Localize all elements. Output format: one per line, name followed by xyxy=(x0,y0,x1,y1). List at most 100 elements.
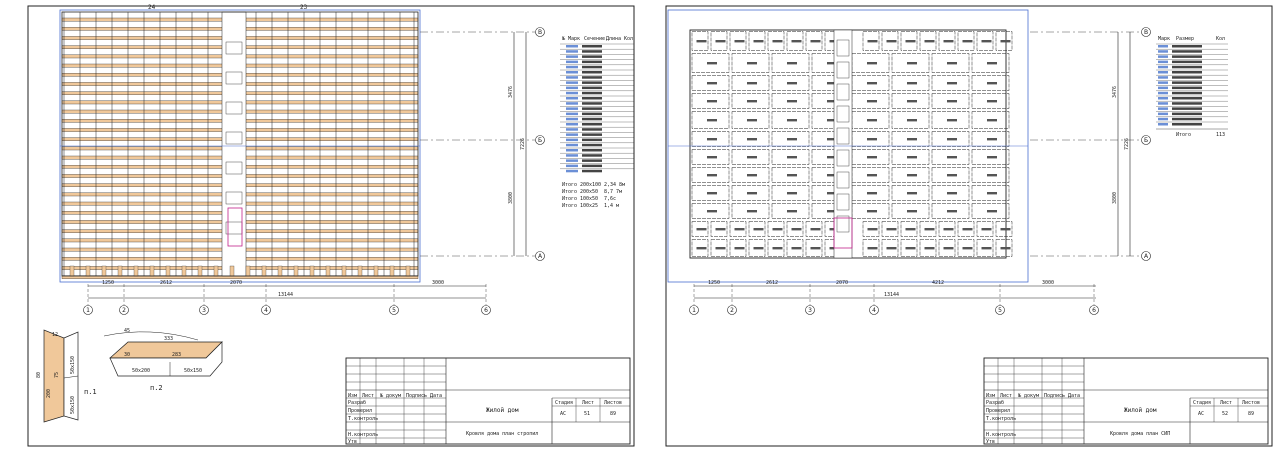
sip-panel-tag xyxy=(947,82,957,85)
sip-panel-tag xyxy=(787,138,797,141)
ridge-block xyxy=(836,105,850,123)
sip-panel-tag xyxy=(772,228,783,231)
spec-row-value xyxy=(582,76,602,79)
spec-row-mark xyxy=(566,159,578,162)
sip-panel xyxy=(811,203,850,219)
sip-panel xyxy=(931,111,970,129)
sip-panel xyxy=(891,167,930,183)
sip-panel xyxy=(786,239,804,257)
axes-right: ВБА xyxy=(420,27,545,261)
sip-panel-tag xyxy=(907,174,917,177)
sip-panel-tag xyxy=(907,156,917,159)
sip-panel-tag xyxy=(867,82,877,85)
sip-panel xyxy=(691,221,709,237)
sip-panel xyxy=(691,131,730,147)
sip-panel xyxy=(891,185,930,201)
tb-sheet-label: Лист xyxy=(1220,400,1232,406)
ridge-block xyxy=(225,191,243,205)
sip-panel xyxy=(931,53,970,73)
sip-panel-tag xyxy=(747,82,757,85)
spec-row-mark xyxy=(566,86,578,90)
sip-panel xyxy=(919,31,937,51)
eave-tick xyxy=(357,265,363,277)
sip-panel xyxy=(931,185,970,201)
ridge-block xyxy=(836,215,850,233)
bottom-dimensions: 1250 2612 2070 4212 3000 13144 xyxy=(694,280,1096,299)
sip-panel xyxy=(771,93,810,109)
dim-1250: 1250 xyxy=(102,280,114,286)
sip-panel-tag xyxy=(907,138,917,141)
tb-col: Лист xyxy=(1000,393,1012,399)
sip-panel xyxy=(931,131,970,147)
tb-col: Изм xyxy=(348,393,357,399)
sip-panel xyxy=(957,221,975,237)
tb-sheets: 89 xyxy=(610,411,616,417)
tb-col: № докум xyxy=(380,393,401,399)
sip-panel-tag xyxy=(810,40,821,43)
dim-2070: 2070 xyxy=(836,280,848,286)
sip-panel-tag xyxy=(827,138,837,141)
spec-total-section: 100x25 xyxy=(580,203,598,209)
sip-panel-tag xyxy=(747,62,757,65)
tb-row: Т.контроль xyxy=(986,416,1016,422)
spec-row-mark xyxy=(566,123,578,126)
tb-row: Разраб xyxy=(348,399,366,406)
axis-label: Б xyxy=(1144,137,1148,144)
sip-panel xyxy=(862,31,880,51)
spec-row-mark xyxy=(566,138,578,142)
dim-1250: 1250 xyxy=(708,280,720,286)
spec-row-value xyxy=(1172,50,1202,53)
ridge-block xyxy=(225,71,243,85)
sip-panel xyxy=(691,31,709,51)
spec-row-value xyxy=(582,86,602,90)
sip-panel xyxy=(710,221,728,237)
tb-col: Подпись xyxy=(1044,393,1065,399)
sip-panel-tag xyxy=(947,210,957,213)
sip-panel xyxy=(767,221,785,237)
eave-tick xyxy=(389,265,395,277)
eave-tick xyxy=(341,265,347,277)
sip-panel-tag xyxy=(981,40,992,43)
tb-row: Т.контроль xyxy=(348,416,378,422)
spec-col-qty: Кол xyxy=(624,36,633,42)
spec-row-mark xyxy=(566,149,578,152)
spec-row-mark xyxy=(566,50,578,53)
sip-panel xyxy=(767,239,785,257)
eave-tick xyxy=(293,265,299,277)
sip-panel xyxy=(891,53,930,73)
spec-row-value xyxy=(1172,81,1202,84)
tb-project: Жилой дом xyxy=(486,407,519,414)
sip-panel xyxy=(881,31,899,51)
axis-bubble xyxy=(805,305,815,315)
sip-panel xyxy=(900,221,918,237)
sip-panel-tag xyxy=(707,138,717,141)
spec-total-section: 100x50 xyxy=(580,196,598,202)
sip-panel xyxy=(811,149,850,165)
sip-panel xyxy=(771,111,810,129)
dim-4212: 4212 xyxy=(932,280,944,286)
tb-project: Жилой дом xyxy=(1124,407,1157,414)
spec-row-mark xyxy=(566,91,578,95)
spec-row-value xyxy=(582,154,602,157)
right-dimensions: 3476 7226 3800 xyxy=(1112,32,1131,256)
sip-panel xyxy=(971,149,1010,165)
dim-2612: 2612 xyxy=(160,280,172,286)
tb-col: № докум xyxy=(1018,393,1039,399)
dim-3800: 3800 xyxy=(1112,192,1118,204)
specification-table: № Марк Сечение Длина Кол Итого 200x100 2… xyxy=(560,36,634,209)
tb-stage: АС xyxy=(560,411,566,417)
spec-row-mark xyxy=(1158,91,1168,95)
spec-row-mark xyxy=(1158,81,1168,84)
spec-row-value xyxy=(1172,76,1202,79)
sip-panel-tag xyxy=(947,138,957,141)
dim-3800: 3800 xyxy=(508,192,514,204)
dim-3000: 3000 xyxy=(1042,280,1054,286)
sip-panel-tag xyxy=(787,100,797,103)
sip-panel-tag xyxy=(707,174,717,177)
sip-panel-tag xyxy=(987,100,997,103)
sip-panel-tag xyxy=(907,82,917,85)
axis-label: 5 xyxy=(998,307,1002,314)
sip-panel xyxy=(731,93,770,109)
title-block: Изм Лист № докум Подпись Дата Разраб Про… xyxy=(345,357,631,445)
node2-dim: 283 xyxy=(172,352,181,358)
